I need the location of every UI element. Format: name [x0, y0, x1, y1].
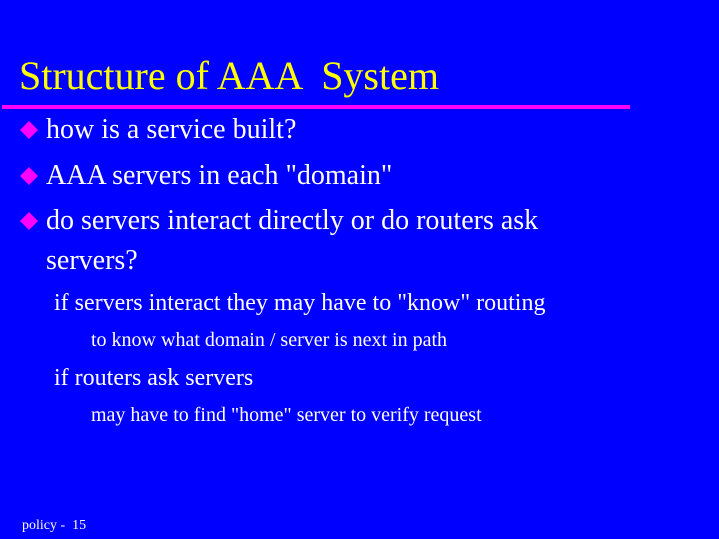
sub-sub-item: to know what domain / server is next in …: [91, 329, 448, 351]
sub-sub-item: may have to find "home" server to verify…: [91, 404, 482, 426]
slide-footer: policy - 15: [22, 518, 87, 533]
bullet-item: AAA servers in each "domain": [46, 160, 393, 191]
diamond-bullet-icon: [20, 121, 38, 139]
diamond-bullet-icon: [20, 212, 38, 230]
diamond-bullet-icon: [20, 167, 38, 185]
bullet-item-line-2: servers?: [46, 245, 138, 276]
slide-title: Structure of AAA System: [19, 53, 439, 98]
bullet-item-line-1: do servers interact directly or do route…: [46, 205, 539, 236]
title-divider: [2, 105, 630, 109]
bullet-item: how is a service built?: [46, 114, 297, 145]
sub-item: if routers ask servers: [54, 365, 254, 391]
sub-item: if servers interact they may have to "kn…: [54, 290, 546, 316]
